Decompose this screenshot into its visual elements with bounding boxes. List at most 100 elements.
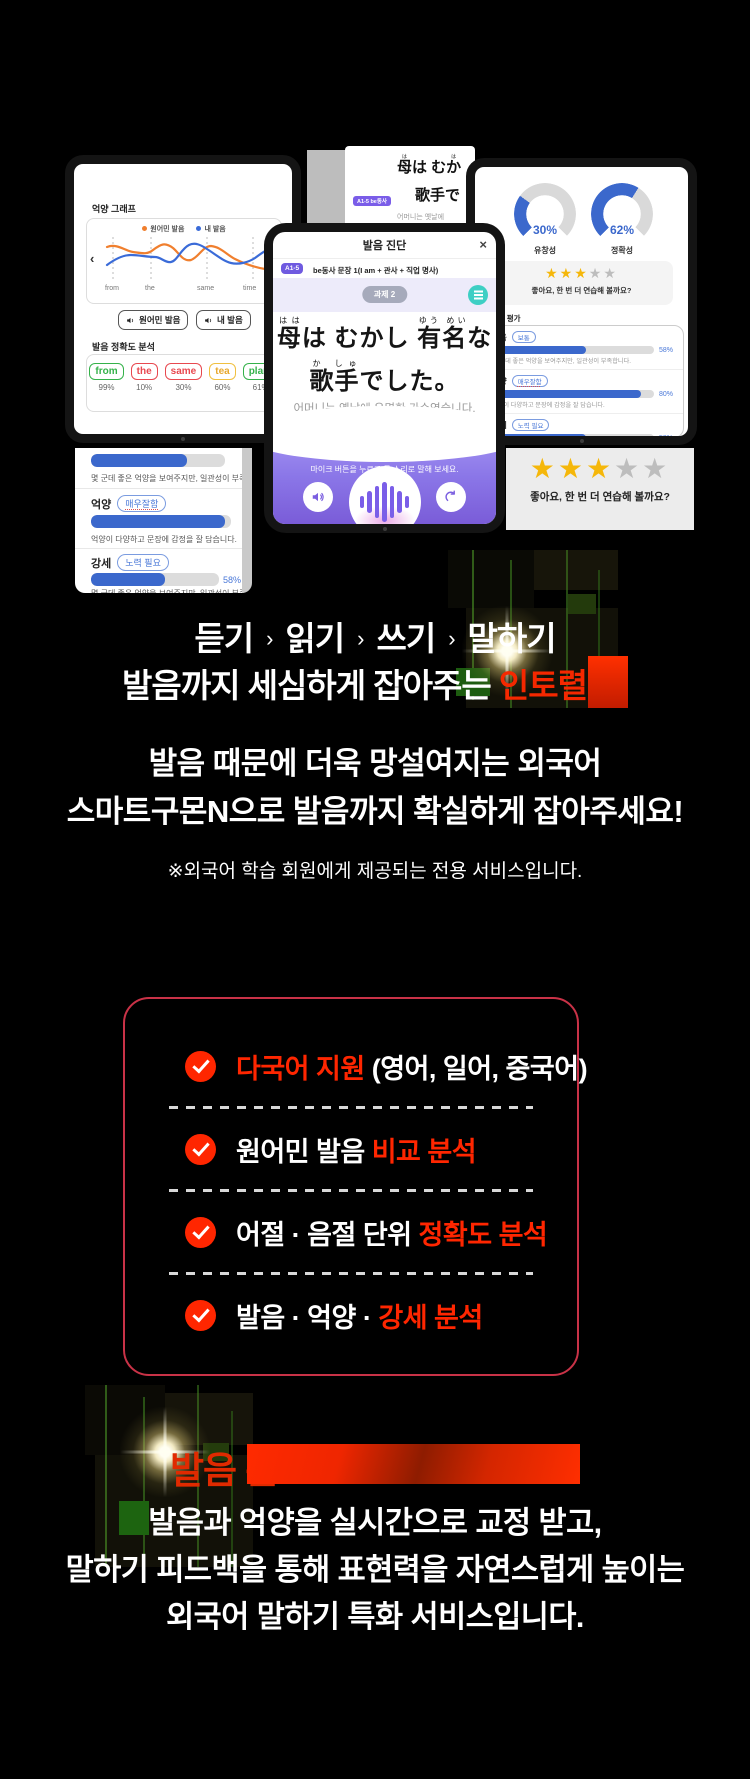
feature-prefix: 원어민 발음	[236, 1137, 372, 1167]
right-tablet-screen: 30% 62% 유창성 정확성 ★★★★★ 좋아요, 한 번 더 연습해 볼까요…	[475, 167, 688, 436]
metric-chip: 보통	[511, 331, 536, 343]
accuracy-gauge: 62%	[591, 183, 653, 245]
feature-item-compare: 원어민 발음 비교 분석	[185, 1130, 477, 1169]
sparkle-burst	[120, 1407, 210, 1497]
x-label-from: from	[105, 285, 119, 292]
feature-highlight: 강세 분석	[378, 1303, 483, 1333]
metric-bar	[492, 434, 654, 436]
word-chip-col: same 30%	[164, 363, 203, 392]
diagnosis-header: 발음 진단	[273, 232, 496, 259]
feature-item-stress: 발음 · 억양 · 강세 분석	[185, 1296, 483, 1335]
word-chip-col: from 99%	[89, 363, 124, 392]
check-icon	[185, 1051, 216, 1082]
play-mine-button[interactable]: 내 발음	[196, 310, 251, 330]
level-badge: A1-5	[281, 263, 304, 274]
zoom-metric-chip: 매우잘함	[117, 495, 167, 512]
metric-percent: 58%	[659, 435, 673, 437]
furigana: か しゅ	[309, 359, 360, 368]
tablet-camera-dot	[181, 437, 185, 441]
word-percent: 10%	[136, 383, 153, 392]
accuracy-title: 발음 정확도 분석	[92, 342, 155, 352]
back-card-jp-text: 母は むか	[397, 159, 462, 176]
zoom-bar	[91, 573, 219, 586]
legend-dot-blue	[196, 226, 202, 231]
play-native-button[interactable]: 원어민 발음	[118, 310, 189, 330]
legend-native-label: 원어민 발음	[150, 226, 185, 233]
intonation-chart-panel: 원어민 발음 내 발음 ‹ from the same time	[86, 218, 282, 304]
speaker-icon	[127, 317, 134, 323]
word-chip: from	[89, 363, 124, 380]
glitch-red-band	[247, 1444, 580, 1484]
chevron-sep-icon: ›	[448, 626, 455, 651]
back-card-edge	[307, 150, 347, 230]
task-band: 과제 2	[273, 278, 496, 312]
zoom-desc: 몇 군데 좋은 억양을 보여주지만, 일관성이 부족합니다.	[91, 588, 242, 593]
metric-percent: 80%	[658, 390, 673, 398]
mini-level-badge: A1-5 be동사	[353, 196, 391, 206]
zoom-row-intonation: 억양 매우잘함	[91, 495, 167, 512]
metric-row-intonation: 억양 매우잘함 80% 억양이 다양하고 문장에 감정을 잘 담습니다.	[482, 369, 683, 413]
x-label-time: time	[243, 285, 257, 292]
jp-word: 母	[276, 325, 302, 352]
dashed-divider	[169, 1189, 533, 1192]
service-note: ※외국어 학습 회원에게 제공되는 전용 서비스입니다.	[167, 861, 583, 882]
word-chip-col: the 10%	[130, 363, 158, 392]
sparkle-burst	[462, 606, 552, 696]
furigana: ゆう めい	[417, 316, 468, 325]
metric-row-stress: 강세 노력 필요 58% 몇 군데 좋은 억양을 보여주지만, 일관성이 부족합…	[482, 413, 683, 436]
star-icon: ★	[603, 265, 618, 281]
metric-chip: 매우잘함	[511, 375, 548, 387]
fluency-percent: 30%	[532, 223, 558, 237]
star-icon: ★	[529, 453, 558, 484]
intonation-line-chart	[105, 237, 269, 279]
center-tablet-screen: 발음 진단 × A1-5 be동사 문장 1(I am + 관사 + 직업 명사…	[273, 232, 496, 524]
close-icon[interactable]: ×	[479, 237, 487, 252]
list-icon[interactable]	[468, 285, 488, 305]
left-tablet-screen: 억양 그래프 원어민 발음 내 발음 ‹ from the	[74, 164, 292, 434]
retry-button[interactable]	[436, 482, 466, 512]
star-icon: ★	[557, 453, 586, 484]
headline-highlight: 인토렬	[498, 667, 588, 704]
listen-button[interactable]	[303, 482, 333, 512]
mic-record-button[interactable]	[348, 466, 421, 524]
headline-prefix: 발음까지 세심하게 잡아주는	[122, 667, 499, 704]
bottom-line3: 외국어 말하기 특화 서비스입니다.	[166, 1600, 584, 1634]
lesson-title: be동사 문장 1(I am + 관사 + 직업 명사)	[313, 266, 439, 275]
speaker-icon	[312, 492, 324, 502]
japanese-sentence: 母ははは むかし 有名ゆう めいな 歌手か しゅでした。	[273, 316, 496, 402]
zoom-row-stress: 강세 노력 필요	[91, 554, 169, 571]
back-card-furigana: はは	[397, 154, 462, 160]
star-caption: 좋아요, 한 번 더 연습해 볼까요?	[531, 286, 632, 295]
glitch-red-block	[587, 656, 628, 708]
feature-item-multilang: 다국어 지원 (영어, 일어, 중국어)	[185, 1047, 588, 1086]
accuracy-percent: 62%	[609, 223, 635, 237]
word-percent: 99%	[98, 383, 115, 392]
zoom-metric-chip: 노력 필요	[117, 554, 169, 571]
word-chip: tea	[209, 363, 236, 380]
score-panel: ★★★★★ 좋아요, 한 번 더 연습해 볼까요?	[506, 448, 694, 530]
jp-text: な	[467, 325, 493, 352]
word-chip: same	[164, 363, 203, 380]
metric-bar	[492, 346, 654, 354]
star-icon: ★	[585, 453, 615, 484]
task-pill[interactable]: 과제 2	[361, 286, 408, 303]
back-card-translation: 어머니는 옛날에	[397, 214, 445, 221]
waveform-icon	[359, 482, 410, 522]
step-speak: 말하기	[467, 620, 557, 657]
word-percent: 30%	[175, 383, 192, 392]
score-caption: 좋아요, 한 번 더 연습해 볼까요?	[530, 491, 670, 503]
tablet-camera-dot	[382, 527, 387, 531]
bottom-line2: 말하기 피드백을 통해 표현력을 자연스럽게 높이는	[65, 1553, 685, 1587]
mic-footer: 마이크 버튼을 누르고 큰 소리로 말해 보세요.	[273, 406, 496, 524]
refresh-icon	[445, 490, 455, 502]
chart-prev-chevron-icon[interactable]: ‹	[90, 251, 95, 266]
metric-bar	[492, 390, 654, 398]
gauge-arc	[514, 183, 576, 245]
fluency-label: 유창성	[533, 246, 557, 255]
step-write: 쓰기	[376, 620, 436, 657]
legend-native: 원어민 발음	[142, 224, 184, 234]
word-chip: the	[130, 363, 158, 380]
metric-chip: 노력 필요	[511, 419, 550, 431]
